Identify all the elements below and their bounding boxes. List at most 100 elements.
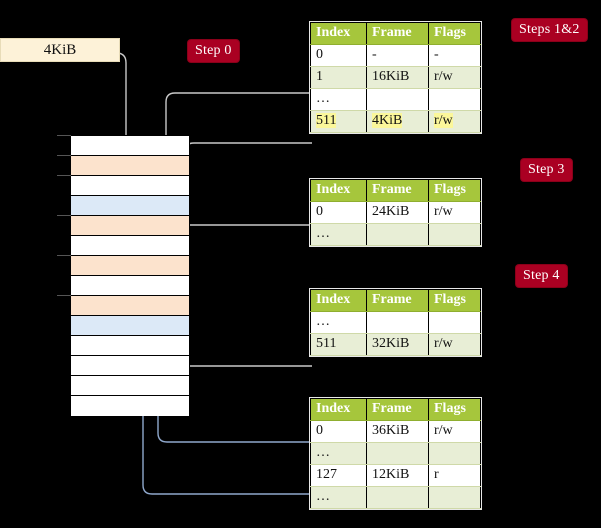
physical-memory-column: [70, 135, 190, 416]
memory-tick: [57, 295, 71, 296]
memory-row: [71, 156, 189, 176]
memory-row: [71, 356, 189, 376]
column-header-index: Index: [310, 398, 367, 421]
cell-frame: [366, 486, 429, 509]
column-header-frame: Frame: [366, 289, 429, 312]
cell-flags: -: [428, 44, 481, 67]
cell-flags: [428, 311, 481, 334]
table-row[interactable]: …: [310, 486, 481, 509]
table-row[interactable]: …: [310, 223, 481, 246]
memory-tick: [57, 175, 71, 176]
badge-step-4: Step 4: [516, 265, 567, 287]
cell-index: 0: [310, 201, 367, 224]
column-header-frame: Frame: [366, 179, 429, 202]
cell-frame: 36KiB: [366, 420, 429, 443]
cell-frame: 4KiB: [366, 110, 429, 133]
cell-flags: r/w: [428, 201, 481, 224]
table-row[interactable]: …: [310, 311, 481, 334]
cell-index: …: [310, 442, 367, 465]
memory-row: [71, 296, 189, 316]
table-row[interactable]: 127 12KiB r: [310, 464, 481, 487]
column-header-flags: Flags: [428, 398, 481, 421]
highlight-frame: 4KiB: [372, 113, 403, 128]
cell-index: 0: [310, 420, 367, 443]
source-size-label: 4KiB: [43, 41, 77, 58]
cell-flags: r/w: [428, 420, 481, 443]
badge-step-0: Step 0: [188, 40, 239, 62]
cell-frame: [366, 88, 429, 111]
column-header-flags: Flags: [428, 22, 481, 45]
memory-row: [71, 216, 189, 236]
table-row[interactable]: 511 32KiB r/w: [310, 333, 481, 356]
cell-frame: 12KiB: [366, 464, 429, 487]
memory-tick: [57, 255, 71, 256]
memory-tick: [57, 215, 71, 216]
column-header-frame: Frame: [366, 22, 429, 45]
cell-frame: 16KiB: [366, 66, 429, 89]
memory-row: [71, 376, 189, 396]
table-row[interactable]: 0 - -: [310, 44, 481, 67]
cell-index: …: [310, 223, 367, 246]
cell-index: 0: [310, 44, 367, 67]
cell-index: 127: [310, 464, 367, 487]
column-header-flags: Flags: [428, 289, 481, 312]
table-header-row: Index Frame Flags: [310, 398, 481, 421]
table-row[interactable]: 0 24KiB r/w: [310, 201, 481, 224]
source-size-box: 4KiB: [0, 38, 120, 62]
cell-frame: [366, 442, 429, 465]
column-header-index: Index: [310, 179, 367, 202]
memory-row: [71, 176, 189, 196]
cell-flags: r/w: [428, 110, 481, 133]
cell-flags: r: [428, 464, 481, 487]
memory-row: [71, 316, 189, 336]
highlight-flags: r/w: [434, 113, 453, 128]
table-header-row: Index Frame Flags: [310, 289, 481, 312]
memory-row: [71, 236, 189, 256]
memory-row: [71, 276, 189, 296]
table-row-highlighted[interactable]: 511 4KiB r/w: [310, 110, 481, 133]
table-row[interactable]: …: [310, 442, 481, 465]
badge-step-3: Step 3: [521, 159, 572, 181]
cell-flags: [428, 223, 481, 246]
cell-frame: [366, 311, 429, 334]
column-header-index: Index: [310, 289, 367, 312]
cell-frame: -: [366, 44, 429, 67]
memory-row: [71, 336, 189, 356]
cell-frame: [366, 223, 429, 246]
table-row[interactable]: 1 16KiB r/w: [310, 66, 481, 89]
cell-index: …: [310, 88, 367, 111]
cell-flags: [428, 88, 481, 111]
highlight-index: 511: [316, 113, 337, 128]
cell-frame: 32KiB: [366, 333, 429, 356]
badge-steps-1-2: Steps 1&2: [512, 19, 587, 41]
column-header-frame: Frame: [366, 398, 429, 421]
page-table-leaf: Index Frame Flags 0 36KiB r/w … 127 12Ki…: [310, 398, 481, 509]
table-row[interactable]: …: [310, 88, 481, 111]
wire-table2-row0-down: [175, 224, 312, 260]
cell-index: 511: [310, 110, 367, 133]
table-row[interactable]: 0 36KiB r/w: [310, 420, 481, 443]
page-table-step-3: Index Frame Flags 0 24KiB r/w …: [310, 179, 481, 246]
table-header-row: Index Frame Flags: [310, 22, 481, 45]
column-header-index: Index: [310, 22, 367, 45]
memory-row: [71, 196, 189, 216]
cell-flags: r/w: [428, 66, 481, 89]
page-table-step-4: Index Frame Flags … 511 32KiB r/w: [310, 289, 481, 356]
cell-frame: 24KiB: [366, 201, 429, 224]
cell-flags: r/w: [428, 333, 481, 356]
wire-table1-row511-down: [180, 142, 312, 162]
memory-row: [71, 256, 189, 276]
memory-tick: [57, 155, 71, 156]
cell-index: …: [310, 486, 367, 509]
page-table-steps-1-2: Index Frame Flags 0 - - 1 16KiB r/w … 51…: [310, 22, 481, 133]
cell-index: …: [310, 311, 367, 334]
cell-flags: [428, 486, 481, 509]
memory-row: [71, 396, 189, 416]
memory-row: [71, 136, 189, 156]
cell-flags: [428, 442, 481, 465]
wire-table3-row511-up: [175, 306, 312, 367]
memory-tick: [57, 135, 71, 136]
cell-index: 1: [310, 66, 367, 89]
column-header-flags: Flags: [428, 179, 481, 202]
